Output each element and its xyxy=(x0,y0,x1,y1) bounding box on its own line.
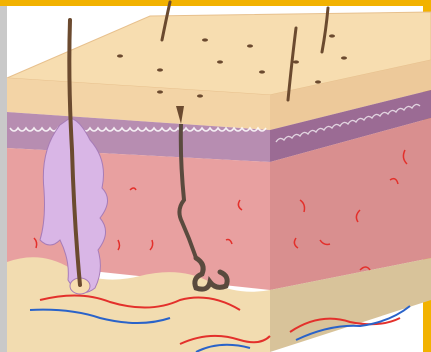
figure-frame xyxy=(0,0,431,352)
skin-cross-section-diagram xyxy=(0,0,431,352)
